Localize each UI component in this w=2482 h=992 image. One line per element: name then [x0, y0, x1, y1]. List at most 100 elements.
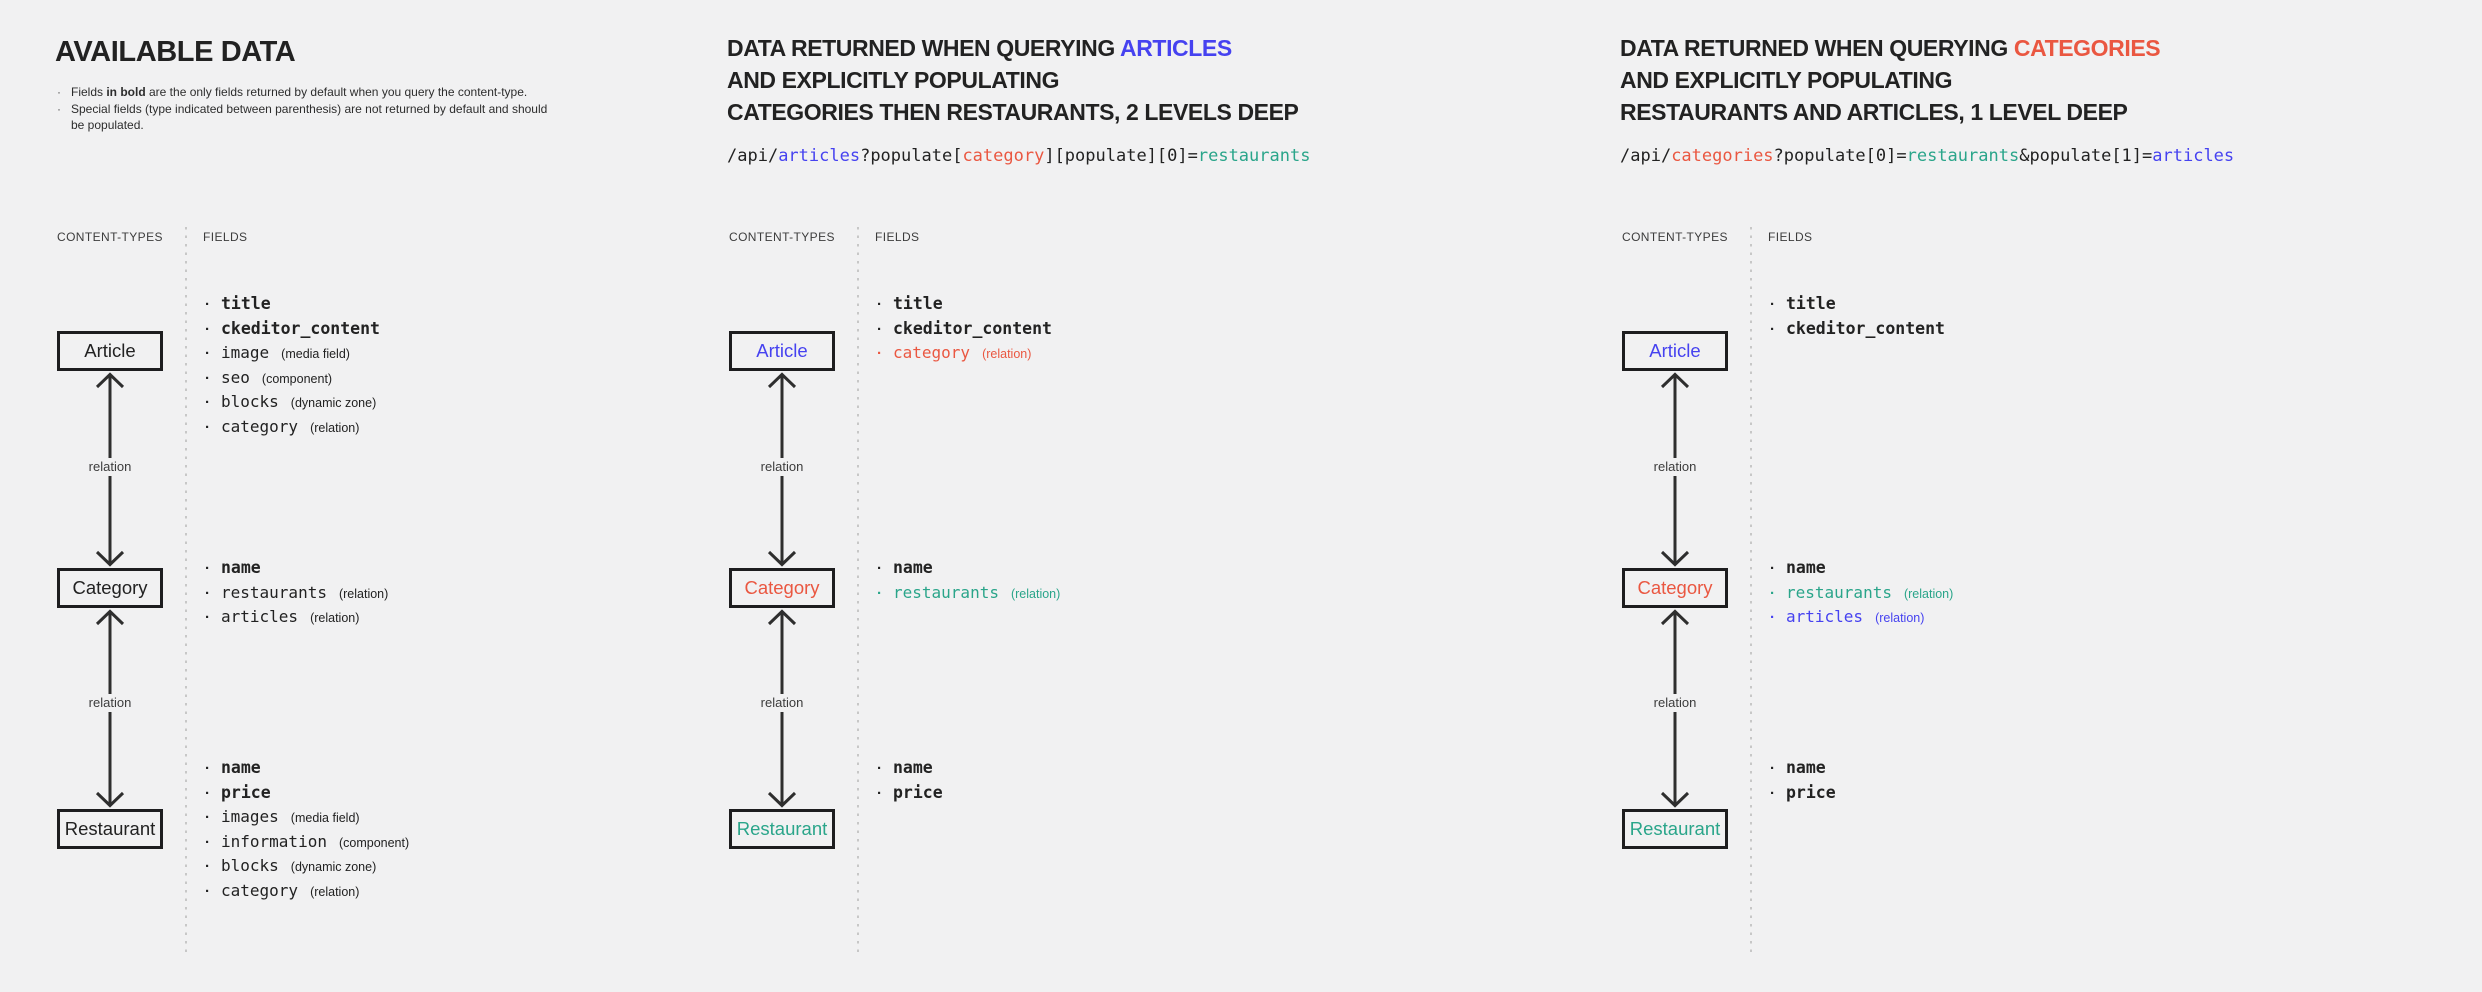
content-types-column-label: CONTENT-TYPES	[1622, 230, 1728, 244]
bullet-icon: ·	[1770, 584, 1775, 602]
field-type: (relation)	[310, 420, 360, 435]
bullet-icon: ·	[205, 609, 210, 626]
field-row: · information (component)	[203, 830, 409, 855]
field-row: · image (media field)	[203, 341, 380, 366]
notes: · Fields in bold are the only fields ret…	[57, 84, 551, 134]
field-type: (relation)	[1010, 586, 1061, 601]
relation-label: relation	[1649, 458, 1701, 476]
field-row: · restaurants (relation)	[203, 581, 388, 606]
api-path: /api/articles?populate[category][populat…	[727, 146, 1311, 166]
fields-list-restaurant: · name · price	[875, 756, 943, 805]
title-line: CATEGORIES THEN RESTAURANTS, 2 LEVELS DE…	[727, 99, 1299, 125]
field-row: · price	[203, 781, 409, 806]
node-article: Article	[729, 331, 835, 371]
relation-label: relation	[756, 694, 808, 712]
bullet-icon: ·	[1770, 296, 1775, 313]
field-type: (media field)	[281, 347, 350, 361]
fields-list-category: · name · restaurants (relation)	[875, 556, 1060, 605]
field-type: (relation)	[338, 586, 389, 601]
note-item: · Fields in bold are the only fields ret…	[57, 84, 551, 101]
field-row: · title	[1768, 292, 1945, 317]
bullet-icon: ·	[205, 882, 210, 900]
column-query-articles: DATA RETURNED WHEN QUERYING ARTICLES AND…	[727, 0, 1587, 992]
field-row: · price	[1768, 781, 1836, 806]
bullet-icon: ·	[205, 369, 210, 387]
field-row: · name	[875, 556, 1060, 581]
bullet-icon: ·	[205, 809, 210, 826]
bullet-icon: ·	[877, 296, 882, 313]
bullet-icon: ·	[205, 320, 210, 338]
node-restaurant: Restaurant	[729, 809, 835, 849]
bullet-icon: ·	[57, 101, 61, 116]
title-highlight: CATEGORIES	[2013, 35, 2161, 61]
field-row: · seo (component)	[203, 366, 380, 391]
column-query-categories: DATA RETURNED WHEN QUERYING CATEGORIES A…	[1620, 0, 2480, 992]
bullet-icon: ·	[1770, 320, 1775, 338]
field-row: · category (relation)	[203, 879, 409, 904]
title-line: RESTAURANTS AND ARTICLES, 1 LEVEL DEEP	[1620, 99, 2128, 125]
bullet-icon: ·	[205, 584, 210, 602]
node-label: Restaurant	[1629, 818, 1721, 839]
content-types-column-label: CONTENT-TYPES	[729, 230, 835, 244]
field-type: (component)	[338, 835, 410, 850]
note-item: · Special fields (type indicated between…	[57, 101, 551, 134]
node-label: Restaurant	[64, 818, 156, 839]
fields-list-article: · title · ckeditor_content · image (medi…	[203, 292, 380, 439]
field-type: (relation)	[1903, 586, 1954, 601]
relation-label: relation	[84, 694, 136, 712]
node-restaurant: Restaurant	[1622, 809, 1728, 849]
field-row: · blocks (dynamic zone)	[203, 854, 409, 879]
field-type: (dynamic zone)	[290, 860, 377, 874]
bullet-icon: ·	[877, 345, 882, 362]
node-category: Category	[1622, 568, 1728, 608]
bullet-icon: ·	[877, 784, 882, 802]
fields-column-label: FIELDS	[203, 230, 248, 244]
fields-list-article: · title · ckeditor_content · category (r…	[875, 292, 1052, 366]
field-row: · title	[875, 292, 1052, 317]
node-label: Restaurant	[736, 818, 828, 839]
bullet-icon: ·	[877, 560, 882, 577]
column-title: DATA RETURNED WHEN QUERYING CATEGORIES A…	[1620, 32, 2161, 128]
fields-column-label: FIELDS	[875, 230, 920, 244]
relation-label: relation	[1649, 694, 1701, 712]
fields-list-category: · name · restaurants (relation) · articl…	[203, 556, 388, 630]
field-row: · articles (relation)	[1768, 605, 1953, 630]
fields-column-label: FIELDS	[1768, 230, 1813, 244]
bullet-icon: ·	[205, 858, 210, 875]
field-type: (media field)	[290, 811, 360, 825]
field-row: · name	[203, 556, 388, 581]
field-row: · ckeditor_content	[875, 317, 1052, 342]
bullet-icon: ·	[205, 345, 210, 362]
field-row: · restaurants (relation)	[875, 581, 1060, 606]
field-type: (relation)	[982, 347, 1032, 361]
column-available-data: AVAILABLE DATA · Fields in bold are the …	[55, 0, 715, 992]
fields-list-category: · name · restaurants (relation) · articl…	[1768, 556, 1953, 630]
title-line: DATA RETURNED WHEN QUERYING ARTICLES	[727, 35, 1232, 61]
column-separator-dotted-line	[1750, 227, 1752, 958]
field-row: · images (media field)	[203, 805, 409, 830]
field-row: · ckeditor_content	[203, 317, 380, 342]
bullet-icon: ·	[1770, 560, 1775, 577]
node-restaurant: Restaurant	[57, 809, 163, 849]
column-title: DATA RETURNED WHEN QUERYING ARTICLES AND…	[727, 32, 1299, 128]
bullet-icon: ·	[1770, 609, 1775, 626]
column-title: AVAILABLE DATA	[55, 36, 296, 68]
field-row: · name	[1768, 556, 1953, 581]
relation-label: relation	[84, 458, 136, 476]
bullet-icon: ·	[57, 85, 61, 99]
bullet-icon: ·	[1770, 760, 1775, 777]
bullet-icon: ·	[205, 760, 210, 777]
field-type: (component)	[261, 371, 333, 386]
relation-label: relation	[756, 458, 808, 476]
node-article: Article	[57, 331, 163, 371]
field-row: · blocks (dynamic zone)	[203, 390, 380, 415]
column-separator-dotted-line	[857, 227, 859, 958]
field-row: · name	[1768, 756, 1836, 781]
api-path: /api/categories?populate[0]=restaurants&…	[1620, 146, 2235, 166]
node-label: Article	[1649, 340, 1701, 361]
field-type: (relation)	[1875, 611, 1925, 625]
node-article: Article	[1622, 331, 1728, 371]
bullet-icon: ·	[205, 394, 210, 411]
title-line: AND EXPLICITLY POPULATING	[727, 67, 1060, 93]
field-type: (relation)	[310, 611, 360, 625]
